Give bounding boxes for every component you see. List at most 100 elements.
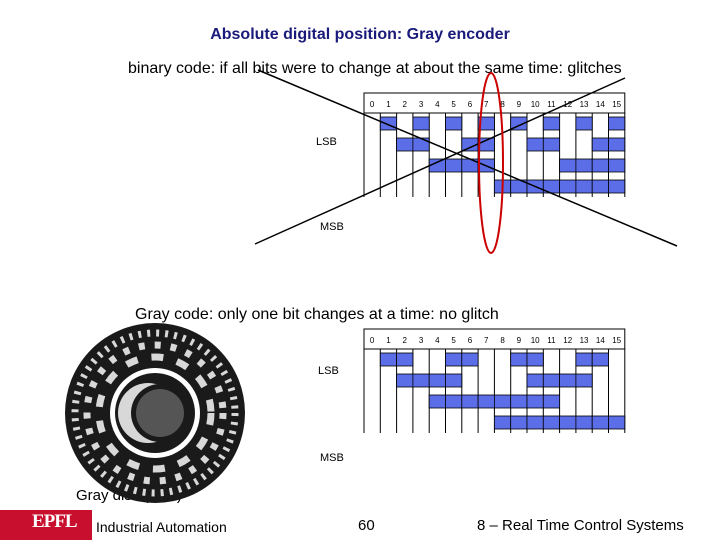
binary-position-label: 8 xyxy=(500,100,505,109)
binary-position-label: 9 xyxy=(517,100,522,109)
gray-bit-cell xyxy=(608,415,626,430)
transition-highlight-ellipse xyxy=(478,72,504,254)
binary-bit-cell xyxy=(396,137,414,152)
gray-lsb-label: LSB xyxy=(318,365,339,377)
gray-bit-cell xyxy=(445,394,463,409)
disk-track-1 xyxy=(71,329,239,497)
gray-bit-cell xyxy=(379,352,397,367)
binary-bit-cell xyxy=(559,179,577,194)
binary-bit-cell xyxy=(575,179,593,194)
epfl-logo-text: EPFL xyxy=(32,511,78,532)
binary-bit-cell xyxy=(591,158,609,173)
binary-position-label: 5 xyxy=(451,100,456,109)
gray-bit-cell xyxy=(575,352,593,367)
gray-bit-cell xyxy=(396,352,414,367)
gray-bit-cell xyxy=(542,373,560,388)
binary-lsb-label: LSB xyxy=(316,136,337,148)
binary-bit-cell xyxy=(542,116,560,131)
binary-bit-cell xyxy=(445,116,463,131)
gray-bit-cell xyxy=(510,352,528,367)
gray-bit-cell xyxy=(445,352,463,367)
disk-track-2 xyxy=(83,341,227,485)
binary-caption: binary code: if all bits were to change … xyxy=(128,60,622,77)
footer-course: Industrial Automation xyxy=(96,519,227,535)
binary-position-label: 3 xyxy=(419,100,424,109)
binary-bit-cell xyxy=(575,116,593,131)
gray-position-label: 10 xyxy=(531,336,540,345)
binary-bit-cell xyxy=(412,137,430,152)
binary-msb-label: MSB xyxy=(320,221,344,233)
gray-position-label: 15 xyxy=(612,336,621,345)
binary-bit-cell xyxy=(559,158,577,173)
gray-bit-cell xyxy=(591,415,609,430)
gray-caption: Gray code: only one bit changes at a tim… xyxy=(135,306,499,323)
gray-bit-cell xyxy=(477,394,495,409)
gray-bit-cell xyxy=(542,415,560,430)
binary-bit-cell xyxy=(608,137,626,152)
gray-bit-cell xyxy=(445,373,463,388)
gray-bit-cell xyxy=(461,352,479,367)
gray-position-label: 3 xyxy=(419,336,424,345)
gray-bit-cell xyxy=(428,373,446,388)
footer-chapter: 8 – Real Time Control Systems xyxy=(477,517,684,534)
epfl-logo xyxy=(0,510,92,540)
footer-page-number: 60 xyxy=(358,517,375,534)
gray-position-label: 11 xyxy=(547,336,556,345)
binary-bit-cell xyxy=(379,116,397,131)
gray-position-label: 6 xyxy=(468,336,473,345)
binary-position-label: 1 xyxy=(386,100,391,109)
binary-bit-cell xyxy=(591,179,609,194)
gray-bit-cell xyxy=(591,352,609,367)
gray-bit-cell xyxy=(510,415,528,430)
cross-line-2 xyxy=(254,77,626,245)
gray-position-label: 13 xyxy=(580,336,589,345)
binary-bit-cell xyxy=(445,158,463,173)
gray-bit-cell xyxy=(493,415,512,430)
gray-bit-cell xyxy=(396,373,414,388)
binary-position-label: 0 xyxy=(370,100,375,109)
gray-bit-cell xyxy=(526,373,544,388)
gray-position-label: 14 xyxy=(596,336,605,345)
gray-position-label: 9 xyxy=(517,336,522,345)
binary-bit-cell xyxy=(608,116,626,131)
gray-position-label: 7 xyxy=(484,336,489,345)
gray-bit-cell xyxy=(575,373,593,388)
binary-position-label: 4 xyxy=(435,100,440,109)
gray-msb-label: MSB xyxy=(320,452,344,464)
binary-position-label: 2 xyxy=(403,100,408,109)
binary-position-label: 6 xyxy=(468,100,473,109)
gray-position-label: 8 xyxy=(500,336,505,345)
gray-bit-cell xyxy=(559,373,577,388)
gray-position-label: 5 xyxy=(451,336,456,345)
gray-bit-cell xyxy=(575,415,593,430)
binary-bit-cell xyxy=(542,137,560,152)
binary-position-label: 15 xyxy=(612,100,621,109)
gray-position-label: 4 xyxy=(435,336,440,345)
disk-center xyxy=(136,389,184,437)
gray-position-label: 12 xyxy=(563,336,572,345)
binary-bit-cell xyxy=(608,158,626,173)
slide-title: Absolute digital position: Gray encoder xyxy=(210,26,510,43)
cross-line-1 xyxy=(257,69,678,247)
binary-bit-cell xyxy=(575,158,593,173)
binary-bit-cell xyxy=(608,179,626,194)
gray-bit-cell xyxy=(493,394,512,409)
gray-bit-cell xyxy=(461,394,479,409)
gray-position-label: 0 xyxy=(370,336,375,345)
gray-disk xyxy=(65,323,245,503)
disk-track-3 xyxy=(95,353,215,473)
gray-bit-cell xyxy=(526,352,544,367)
gray-bit-cell xyxy=(412,373,430,388)
gray-bit-cell xyxy=(428,394,446,409)
binary-position-label: 13 xyxy=(580,100,589,109)
gray-bit-cell xyxy=(526,394,544,409)
binary-position-label: 7 xyxy=(484,100,489,109)
binary-position-label: 14 xyxy=(596,100,605,109)
binary-bit-cell xyxy=(412,116,430,131)
binary-bit-cell xyxy=(526,137,544,152)
gray-bit-cell xyxy=(542,394,560,409)
binary-bit-cell xyxy=(477,116,495,131)
